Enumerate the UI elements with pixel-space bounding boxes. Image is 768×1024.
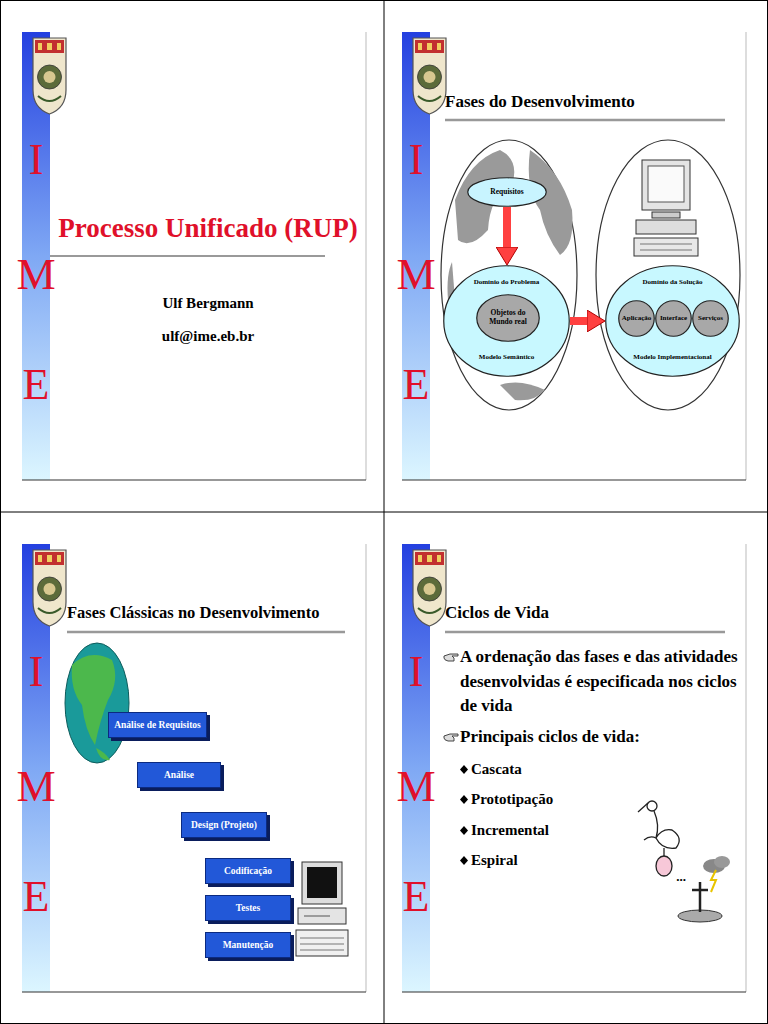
title-rule [67, 631, 345, 634]
solution-sphere [596, 140, 740, 410]
block-arrow [503, 207, 511, 247]
node-label: Requisitos [490, 188, 523, 197]
diamond-bullet [460, 856, 468, 865]
node-label: Design (Projeto) [191, 820, 257, 831]
title-rule [445, 119, 725, 122]
node-label: Análise de Requisitos [114, 720, 201, 731]
lifecycle-item: Espiral [471, 849, 738, 872]
node-label: Domínio do Problema [443, 278, 570, 286]
ime-letter: M [16, 249, 56, 302]
hand-bullet [443, 731, 459, 743]
author-name: Ulf Bergmann [52, 294, 364, 312]
node-label: Interface [660, 314, 687, 322]
ime-letter: I [16, 134, 56, 187]
author-email: ulf@ime.eb.br [52, 327, 364, 345]
lifecycle-item: Cascata [471, 758, 738, 781]
domain-ellipse: Interface [655, 300, 692, 337]
bullet-item: Principais ciclos de vida: [443, 725, 738, 750]
ime-letter: I [16, 646, 56, 699]
node-label: Testes [236, 903, 260, 914]
grave-drawing [678, 856, 730, 922]
computer-icon [634, 160, 698, 256]
lifecycle-item: Incremental [471, 819, 738, 842]
diamond-bullet [460, 765, 468, 774]
title-rule [445, 631, 725, 634]
phase-box: Design (Projeto) [181, 812, 267, 838]
ime-letter: E [396, 359, 436, 412]
computer-icon [296, 862, 348, 956]
slide-frame [402, 544, 746, 992]
node-label: Domínio da Solução [605, 278, 740, 286]
stork-drawing [638, 801, 679, 876]
domain-ellipse: Domínio do ProblemaModelo Semântico Objet… [443, 265, 570, 377]
node-label: Aplicação [622, 314, 652, 322]
hand-bullet [443, 651, 459, 663]
bullet-item: A ordenação das fases e das atividades d… [443, 645, 738, 719]
node-label: Objetos do Mundo real [482, 309, 534, 326]
bullet-item: Incremental [443, 819, 738, 842]
page-divider [0, 512, 768, 513]
slide-title: Ciclos de Vida [445, 603, 745, 623]
domain-ellipse: Aplicação [618, 300, 655, 337]
phase-box: Codificação [205, 858, 291, 884]
bullet-text: A ordenação das fases e das atividades d… [460, 645, 738, 719]
node-label: Codificação [224, 866, 272, 877]
ime-letter: E [16, 359, 56, 412]
phase-box: Testes [205, 895, 291, 921]
node-caption: Modelo Implementacional [605, 353, 740, 361]
ime-letter: I [396, 134, 436, 187]
title-rule [50, 255, 325, 257]
ime-letter: M [396, 249, 436, 302]
lifecycle-item: Prototipação [471, 788, 738, 811]
diamond-bullet [460, 795, 468, 804]
bullet-item: Espiral [443, 849, 738, 872]
block-arrow [570, 317, 587, 325]
node-label: Serviços [698, 314, 723, 322]
world-globe [65, 643, 129, 763]
ime-letter: M [16, 761, 56, 814]
slide-title: Processo Unificado (RUP) [52, 212, 364, 244]
phase-box: Análise [137, 762, 221, 788]
diamond-bullet [460, 826, 468, 835]
ime-letter: M [396, 761, 436, 814]
ellipsis-mark: ... [668, 869, 694, 885]
bullet-item: Cascata [443, 758, 738, 781]
ime-letter: E [396, 871, 436, 924]
ime-letter: E [16, 871, 56, 924]
bullet-item: Prototipação [443, 788, 738, 811]
phase-box: Análise de Requisitos [108, 712, 207, 738]
bullet-text: Principais ciclos de vida: [460, 725, 738, 750]
slide-title: Fases Clássicas no Desenvolvimento [67, 603, 362, 623]
slide-title: Fases do Desenvolvimento [445, 92, 745, 112]
ime-letter: I [396, 646, 436, 699]
node-caption: Modelo Semântico [443, 353, 570, 361]
domain-ellipse: Objetos do Mundo real [476, 294, 540, 342]
node-label: Análise [164, 770, 194, 781]
phase-box: Manutenção [205, 932, 291, 958]
domain-ellipse: Domínio da SoluçãoModelo Implementaciona… [605, 265, 740, 377]
slide-frame [402, 32, 746, 480]
bullet-list: A ordenação das fases e das atividades d… [443, 645, 738, 872]
world-globe [441, 140, 577, 410]
node-label: Manutenção [223, 940, 274, 951]
slide-frame [22, 544, 366, 992]
slide-frame [22, 32, 366, 480]
domain-ellipse: Requisitos [467, 177, 547, 207]
domain-ellipse: Serviços [692, 300, 729, 337]
